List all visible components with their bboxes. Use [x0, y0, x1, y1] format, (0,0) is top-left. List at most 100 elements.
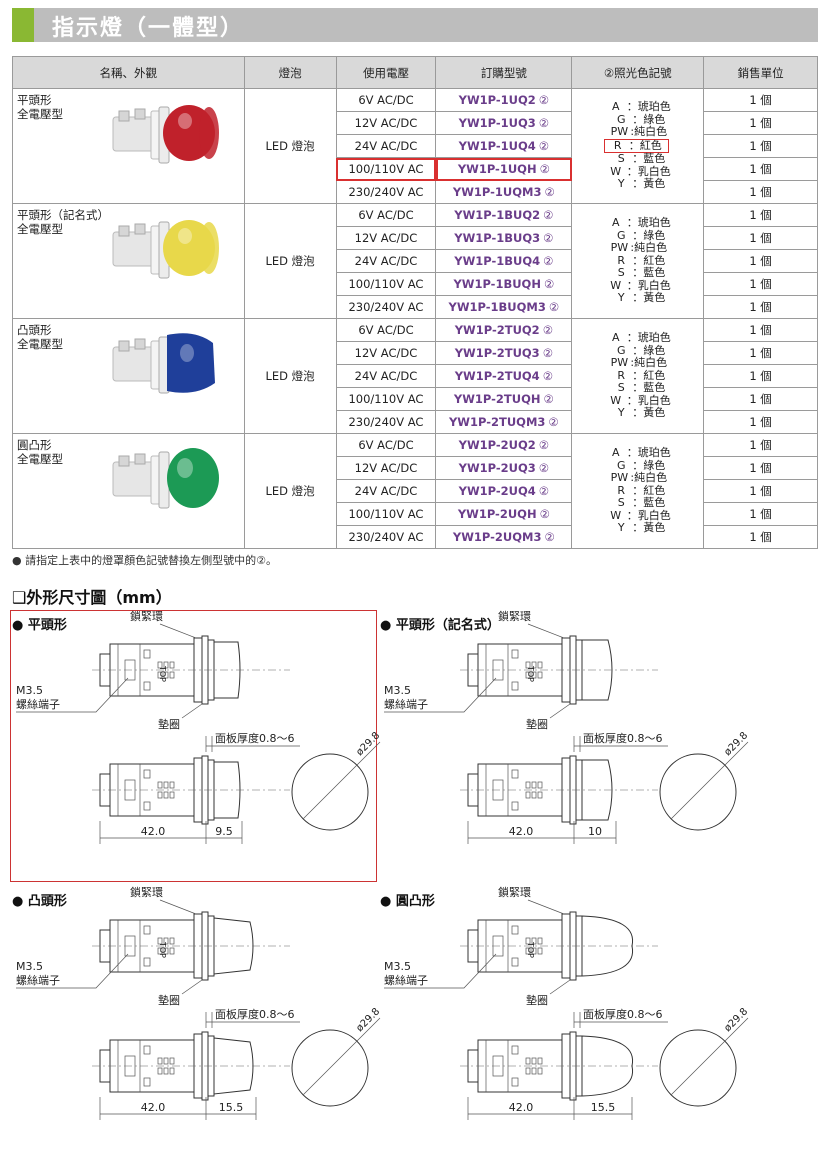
color-code-item: S：藍色 [572, 266, 703, 280]
color-code-item: R：紅色 [572, 254, 703, 268]
diameter-label: ø29.8 [722, 730, 750, 758]
model-number: YW1P-1BUQ4 [454, 254, 541, 268]
color-code-label: ：綠色 [632, 343, 666, 357]
unit-cell: 1 個 [703, 387, 818, 411]
voltage-cell: 12V AC/DC [335, 226, 437, 250]
unit-cell: 1 個 [703, 134, 818, 158]
color-code-key: Y [617, 177, 625, 191]
model-number: YW1P-2UQH [457, 507, 537, 521]
terminal [124, 1055, 136, 1077]
color-code-label: ：琥珀色 [626, 215, 671, 229]
color-code-label: :純白色 [630, 241, 668, 255]
color-code-key: R [617, 368, 626, 382]
color-code-key: PW [610, 241, 629, 255]
top-mark: TOP [526, 665, 535, 682]
color-code-label: ：紅色 [632, 368, 666, 382]
color-code-item: A：琥珀色 [572, 215, 703, 230]
lock-ring [561, 637, 571, 703]
model-number: YW1P-1UQ3 [458, 116, 536, 130]
product-name-line: 全電壓型 [17, 452, 63, 466]
col-header-color-code: ②照光色記號 [571, 56, 705, 89]
washer-label: 墊圈 [526, 717, 548, 731]
color-code-label: ：乳白色 [626, 508, 671, 522]
model-number: YW1P-2TUQ4 [454, 369, 540, 383]
unit-cell: 1 個 [703, 502, 818, 526]
color-code-key: R [613, 138, 622, 152]
color-code-key: S [617, 381, 625, 395]
top-mark: TOP [158, 941, 167, 958]
color-placeholder-mark: ② [538, 461, 550, 475]
color-placeholder-mark: ② [539, 507, 550, 521]
color-placeholder-mark: ② [542, 323, 553, 337]
color-code-item: S ：藍色 [572, 381, 703, 395]
product-name-line: 平頭形 [17, 93, 52, 107]
color-code-item: W：乳白色 [572, 508, 703, 523]
color-code-item: S：藍色 [572, 152, 703, 166]
lock-ring [561, 1033, 571, 1099]
product-name-line: 全電壓型 [17, 107, 63, 121]
housing [477, 763, 563, 817]
housing [109, 1039, 195, 1093]
terminal [492, 779, 504, 801]
model-number: YW1P-1BUQ3 [454, 231, 541, 245]
col-header-name: 名稱、外觀 [12, 56, 245, 89]
rear-cap [467, 929, 479, 963]
color-code-label: ：乳白色 [626, 164, 671, 178]
color-code-item: W：乳白色 [572, 393, 703, 408]
color-code-key: W [610, 393, 622, 407]
color-code-key: A [611, 99, 620, 113]
color-code-label: ：乳白色 [626, 278, 671, 292]
voltage-cell: 230/240V AC [335, 295, 437, 319]
model-number: YW1P-1UQH [457, 162, 537, 176]
color-code-label: ：藍色 [632, 152, 666, 166]
color-code-item: Y：黃色 [572, 522, 703, 535]
color-code-key: G [616, 228, 626, 242]
color-code-item: W ：乳白色 [572, 164, 703, 179]
lens-head [581, 639, 613, 701]
color-code-item: R ：紅色 [572, 368, 703, 383]
unit-cell: 1 個 [703, 341, 818, 365]
rear-cap [99, 929, 111, 963]
product-name-cell: 凸頭形全電壓型 [12, 318, 245, 434]
diameter-label: ø29.8 [354, 1006, 382, 1034]
color-placeholder-mark: ② [544, 185, 555, 199]
rear-cap [467, 773, 479, 807]
col-header-bulb: 燈泡 [243, 56, 337, 89]
model-number: YW1P-1UQ4 [458, 139, 536, 153]
terminal-label: 螺絲端子 [384, 973, 428, 987]
product-name-line: 凸頭形 [17, 323, 52, 337]
color-code-label: ：藍色 [632, 381, 666, 395]
head-dimension: 15.5 [219, 1101, 244, 1114]
color-code-item: PW:純白色 [572, 125, 703, 139]
col-header-model: 訂購型號 [435, 56, 573, 89]
product-name-line: 全電壓型 [17, 337, 63, 351]
lock-ring-label: 鎖緊環 [130, 885, 163, 899]
indicator-lamp-image [105, 438, 235, 518]
color-code-item: PW:純白色 [572, 241, 703, 255]
color-placeholder-mark: ② [542, 346, 553, 360]
color-code-key: G [616, 343, 626, 357]
voltage-cell: 12V AC/DC [335, 456, 437, 480]
color-placeholder-mark: ② [542, 369, 553, 383]
length-dimension: 42.0 [509, 825, 534, 838]
color-code-item: A：琥珀色 [572, 331, 703, 345]
unit-cell: 1 個 [703, 410, 818, 434]
bulb-cell: LED 燈泡 [243, 88, 337, 204]
color-code-key: W [610, 164, 622, 178]
washer [569, 1031, 577, 1101]
voltage-cell: 24V AC/DC [335, 479, 437, 503]
housing [477, 919, 563, 973]
